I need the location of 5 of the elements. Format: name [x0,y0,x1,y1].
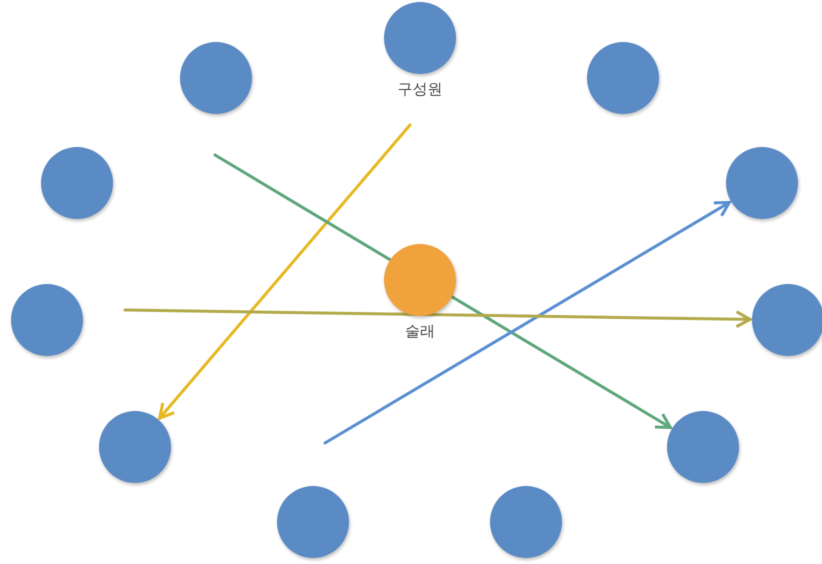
arrow [158,124,412,420]
arrow [124,308,752,328]
arrow [324,200,731,444]
node-label: 술래 [404,322,436,341]
node-label: 구성원 [396,80,444,99]
